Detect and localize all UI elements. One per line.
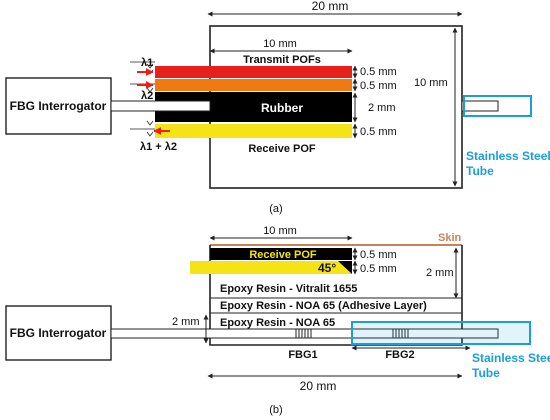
rubber-label: Rubber bbox=[261, 101, 303, 115]
transmit-pof-1 bbox=[155, 66, 352, 78]
lambda-sum-label: λ1 + λ2 bbox=[140, 141, 177, 153]
thickness-2: 0.5 mm bbox=[360, 80, 397, 92]
receive-pof-b-black bbox=[210, 248, 352, 260]
fiber-left bbox=[110, 100, 211, 112]
panel-a: 20 mm 10 mm Transmit POFs Rubber Receive… bbox=[5, 0, 550, 215]
thickness-b-1: 0.5 mm bbox=[360, 249, 397, 261]
fbg-interrogator-box-b bbox=[5, 305, 112, 361]
transmit-pof-2 bbox=[155, 79, 352, 91]
fbg1-label: FBG1 bbox=[288, 349, 317, 361]
lambda1-label: λ1 bbox=[141, 57, 153, 69]
panel-a-caption: (a) bbox=[269, 203, 282, 215]
receive-pof bbox=[155, 124, 352, 138]
layer-vitralit: Epoxy Resin - Vitralit 1655 bbox=[220, 283, 357, 295]
receive-pof-b-label: Receive POF bbox=[249, 249, 317, 261]
panel-b-caption: (b) bbox=[269, 404, 282, 416]
fbg-interrogator-box bbox=[5, 77, 112, 135]
dim-right-label: 10 mm bbox=[414, 77, 448, 89]
lambda2-label: λ2 bbox=[141, 90, 153, 102]
fiber-right bbox=[461, 100, 499, 112]
fbg-interrogator-label: FBG Interrogator bbox=[10, 99, 107, 113]
tube-label-line2: Tube bbox=[466, 164, 494, 178]
tube-b-label-line1: Stainless Steel bbox=[472, 351, 550, 365]
fbg2-grating bbox=[392, 329, 409, 338]
receive-pof-label: Receive POF bbox=[248, 143, 316, 155]
angle-label: 45° bbox=[318, 261, 336, 275]
fbg2-label: FBG2 bbox=[385, 349, 414, 361]
dim-inner-label: 10 mm bbox=[263, 38, 297, 50]
left-dim-label: 2 mm bbox=[172, 316, 200, 328]
dim-top-label: 20 mm bbox=[312, 0, 349, 13]
thickness-4: 0.5 mm bbox=[360, 126, 397, 138]
skin-label: Skin bbox=[438, 232, 462, 244]
light-input-symbols bbox=[130, 61, 155, 137]
thickness-1: 0.5 mm bbox=[360, 66, 397, 78]
dim-bottom-label: 20 mm bbox=[300, 379, 337, 393]
thickness-3: 2 mm bbox=[368, 102, 396, 114]
tube-b-label-line2: Tube bbox=[472, 366, 500, 380]
sensor-box-b bbox=[209, 245, 463, 346]
fbg-interrogator-b-label: FBG Interrogator bbox=[10, 326, 107, 340]
mirror-45 bbox=[338, 261, 352, 274]
receive-pof-b bbox=[190, 261, 352, 274]
layer-noa: Epoxy Resin - NOA 65 bbox=[220, 317, 335, 329]
panel-b: Skin 10 mm Receive POF 45° 0.5 mm 0.5 mm… bbox=[5, 225, 550, 416]
tube-label-line1: Stainless Steel bbox=[466, 149, 550, 163]
dim-inner-b-label: 10 mm bbox=[263, 225, 297, 237]
stainless-tube-b bbox=[351, 321, 531, 345]
transmit-pofs-label: Transmit POFs bbox=[243, 54, 321, 66]
stainless-tube bbox=[463, 95, 532, 117]
thickness-b-3: 2 mm bbox=[426, 267, 454, 279]
thickness-b-2: 0.5 mm bbox=[360, 263, 397, 275]
fbg1-grating bbox=[295, 329, 312, 338]
layer-noa-adhesive: Epoxy Resin - NOA 65 (Adhesive Layer) bbox=[220, 300, 427, 312]
